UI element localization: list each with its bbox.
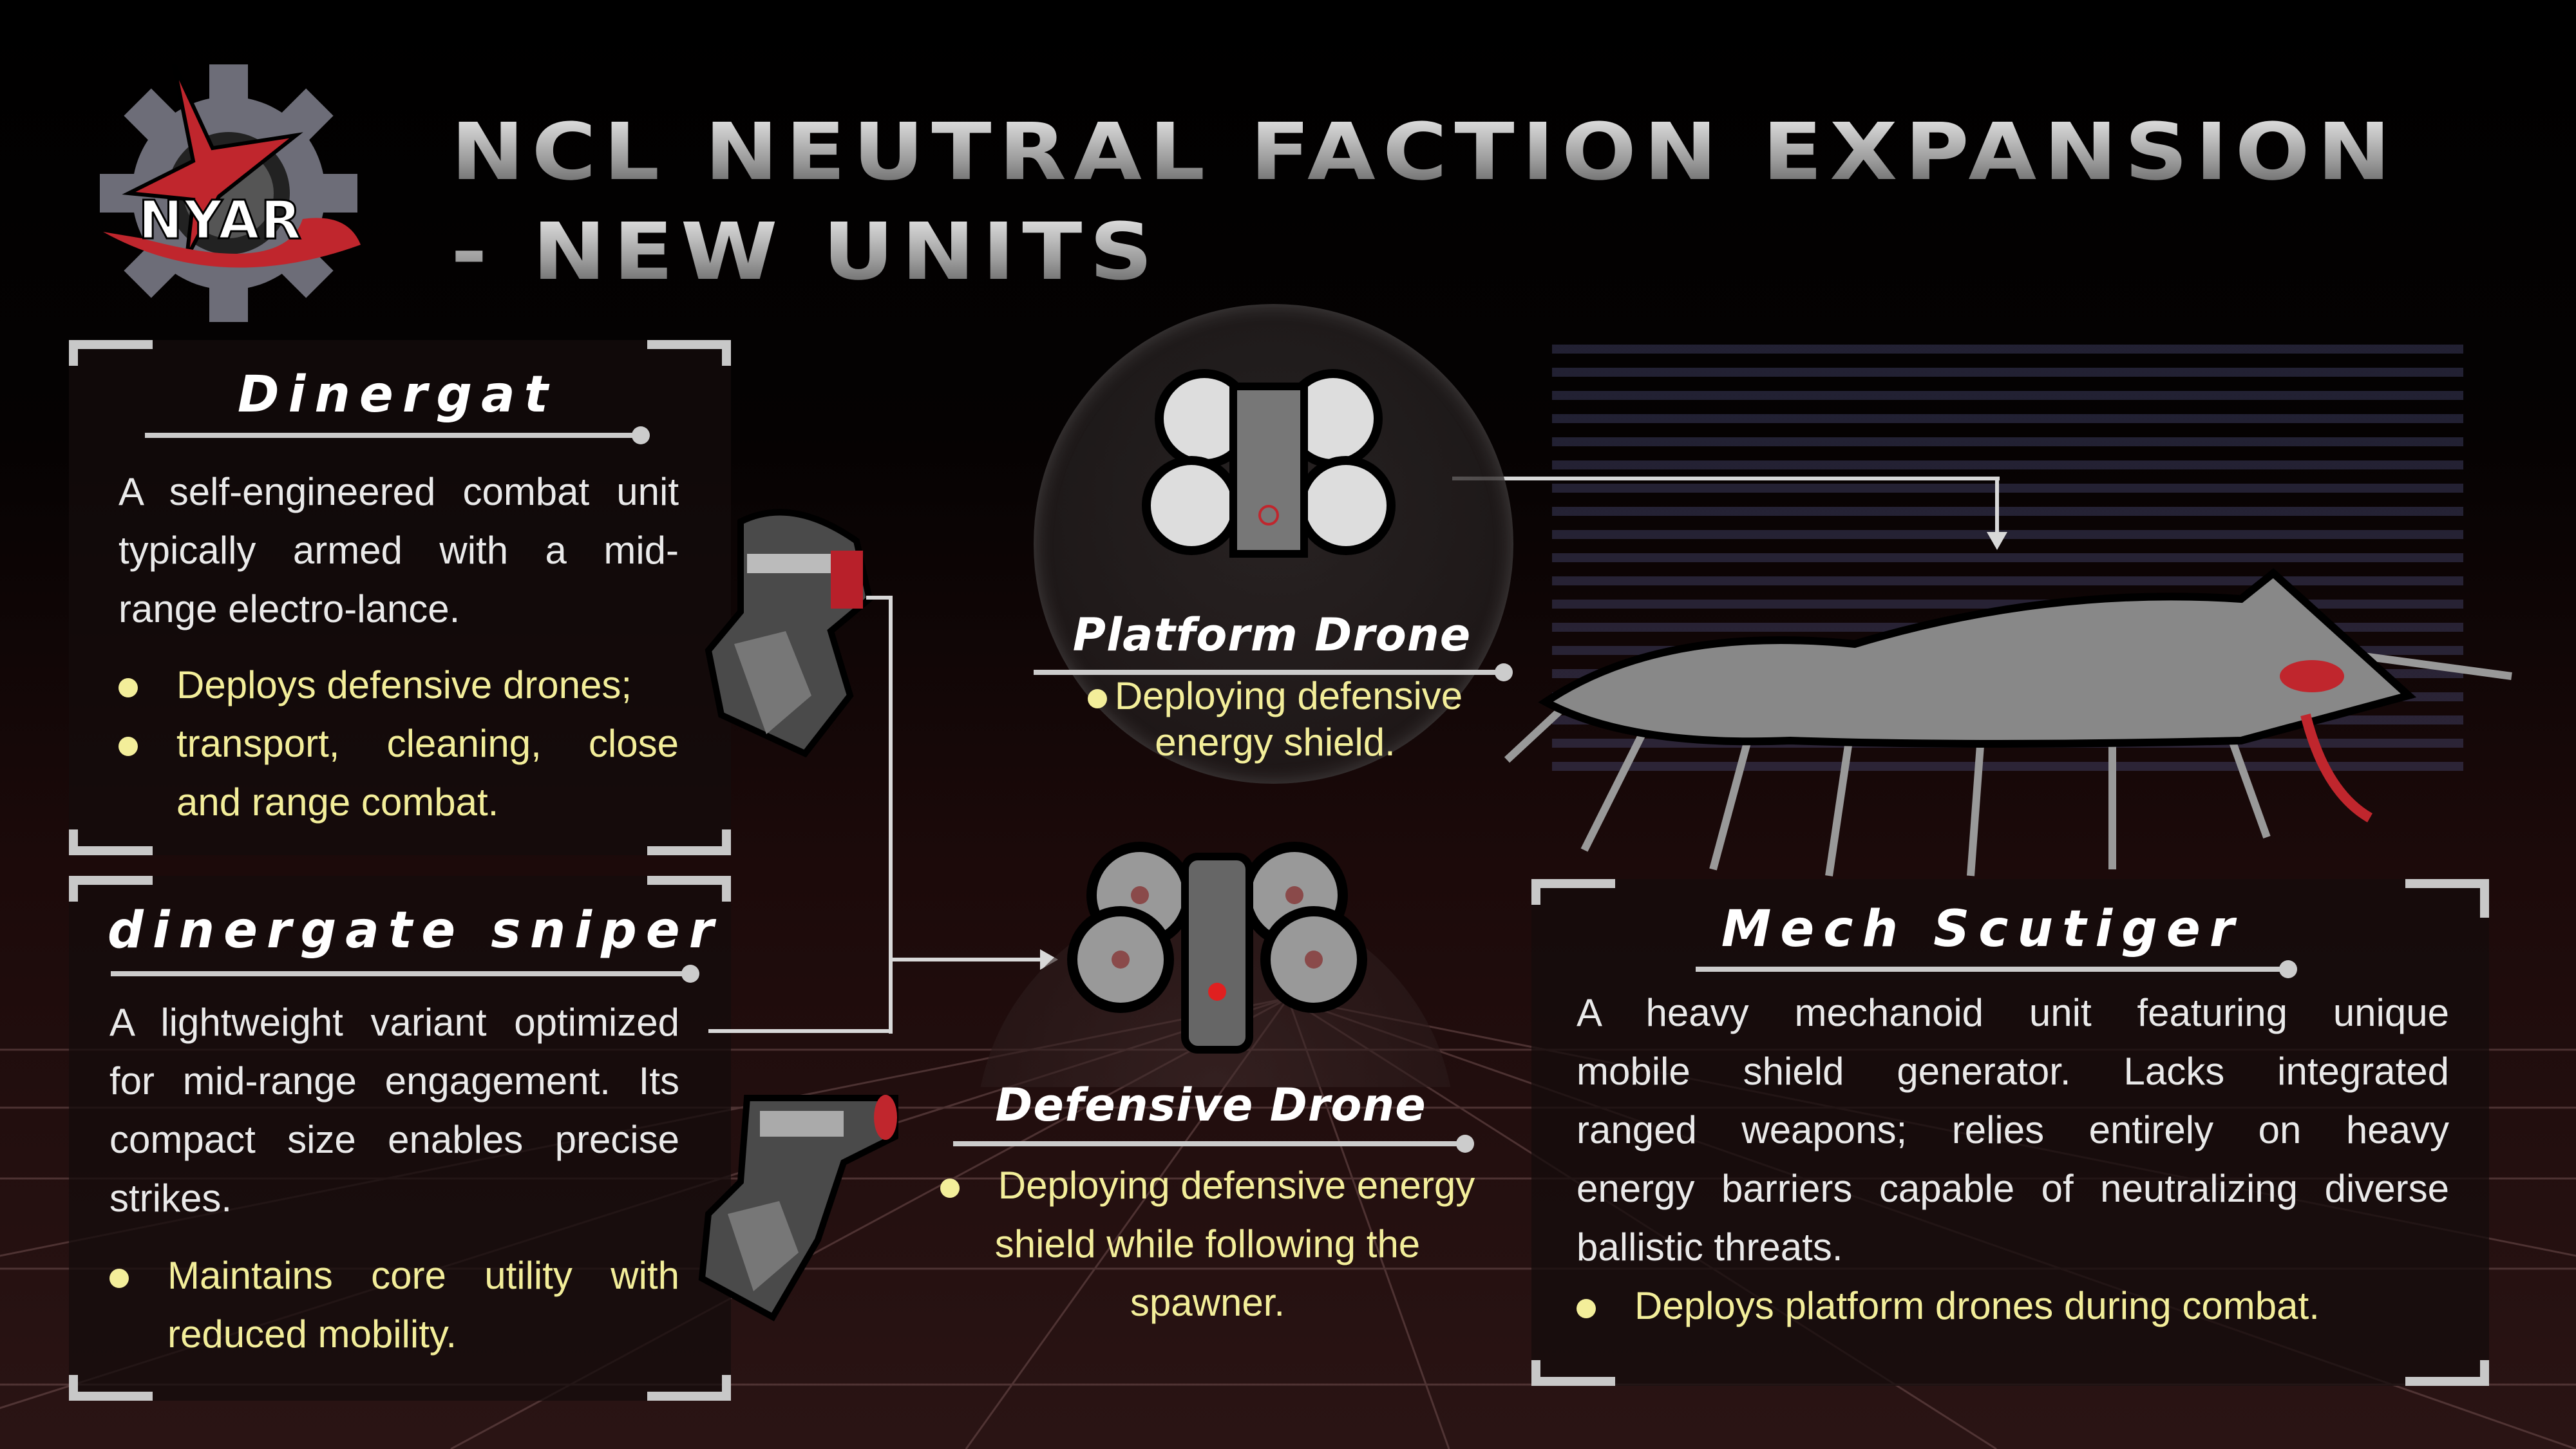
mech-scutiger-title: Mech Scutiger [1721,900,2244,958]
title-divider [953,1135,1474,1153]
gear-star-icon [100,63,361,322]
defensive-drone-image [1067,842,1367,1054]
logo-text: NYAR [138,189,303,252]
bullet-icon [940,1179,960,1198]
bullet-icon [1577,1299,1596,1319]
dinergat-bullets: Deploys defensive drones; transport, cle… [118,656,679,831]
title-divider [145,426,650,444]
sniper-title: dinergate sniper [108,902,723,960]
defensive-drone-title: Defensive Drone [995,1079,1426,1132]
page-title: NCL NEUTRAL FACTION EXPANSION [451,106,2398,198]
platform-drone-bullets: Deploying defensive energy shield. [1069,673,1481,766]
dinergat-robot-image [705,509,873,758]
defensive-drone-bullets: Deploying defensive energy shield while … [918,1156,1497,1332]
nyar-logo: NYAR [90,63,374,322]
connector-line [889,958,1043,961]
connector-line [866,596,892,600]
title-divider [111,965,699,983]
connector-line [1995,477,1999,535]
title-divider [1034,663,1513,681]
page-subtitle: - NEW UNITS [451,206,1160,298]
mech-scutiger-card: Mech Scutiger A heavy mechanoid unit fea… [1531,879,2489,1386]
arrow-head-icon [1987,532,2007,550]
title-divider [1696,960,2297,978]
platform-drone-title: Platform Drone [1072,609,1472,661]
connector-line [1452,477,2000,480]
dinergate-sniper-card: dinergate sniper A lightweight variant o… [69,876,731,1401]
bullet-icon [109,1269,129,1289]
platform-drone-image [1142,369,1396,558]
connector-line [708,1029,892,1033]
connector-line [889,596,893,1034]
sniper-bullets: Maintains core utility with reduced mobi… [109,1246,679,1363]
mech-scutiger-image [1504,568,2512,876]
mech-scutiger-bullets: Deploys platform drones during combat. [1577,1276,2449,1335]
bullet-icon [118,737,138,757]
dinergat-title: Dinergat [237,366,558,424]
bullet-icon [118,678,138,698]
bullet-icon [1087,689,1107,709]
sniper-robot-image [698,1095,898,1321]
